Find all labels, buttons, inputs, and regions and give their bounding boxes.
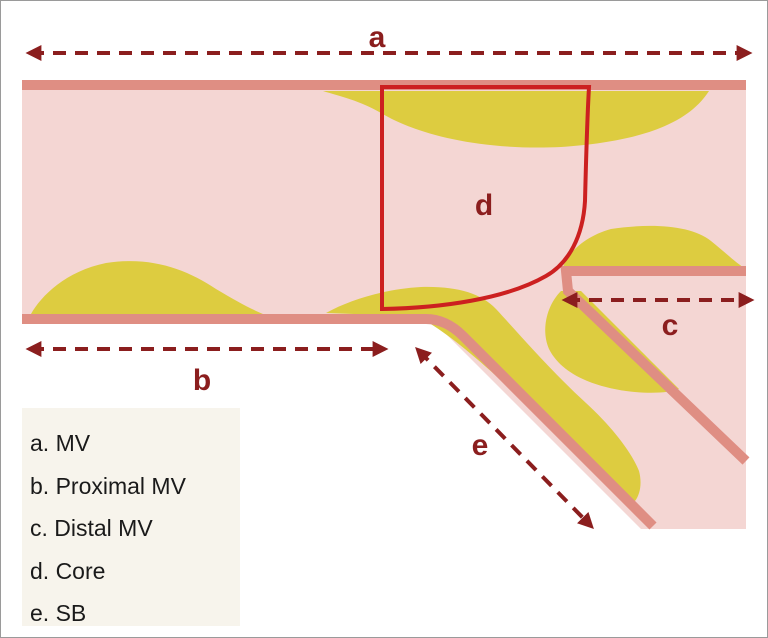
label-a: a (369, 21, 386, 54)
legend-item-sb: e. SB (30, 600, 87, 626)
distal-vessel-wall (560, 266, 750, 465)
legend-item-proximal-mv: b. Proximal MV (30, 472, 186, 499)
main-vessel-bottom-wall (22, 314, 657, 530)
label-b: b (193, 364, 211, 397)
plaque-distal-top (563, 225, 746, 273)
legend-item-mv: a. MV (30, 430, 91, 456)
label-c: c (662, 309, 679, 342)
label-e: e (472, 429, 489, 462)
label-d: d (475, 189, 493, 222)
core-region-outline (380, 85, 592, 312)
plaque-top (323, 91, 709, 148)
arrow-e (415, 347, 594, 529)
plaque-proximal-bottom (31, 261, 263, 314)
legend-box: a. MV b. Proximal MV c. Distal MV d. Cor… (22, 408, 240, 626)
legend-item-distal-mv: c. Distal MV (30, 515, 153, 541)
legend-item-core: d. Core (30, 557, 106, 584)
